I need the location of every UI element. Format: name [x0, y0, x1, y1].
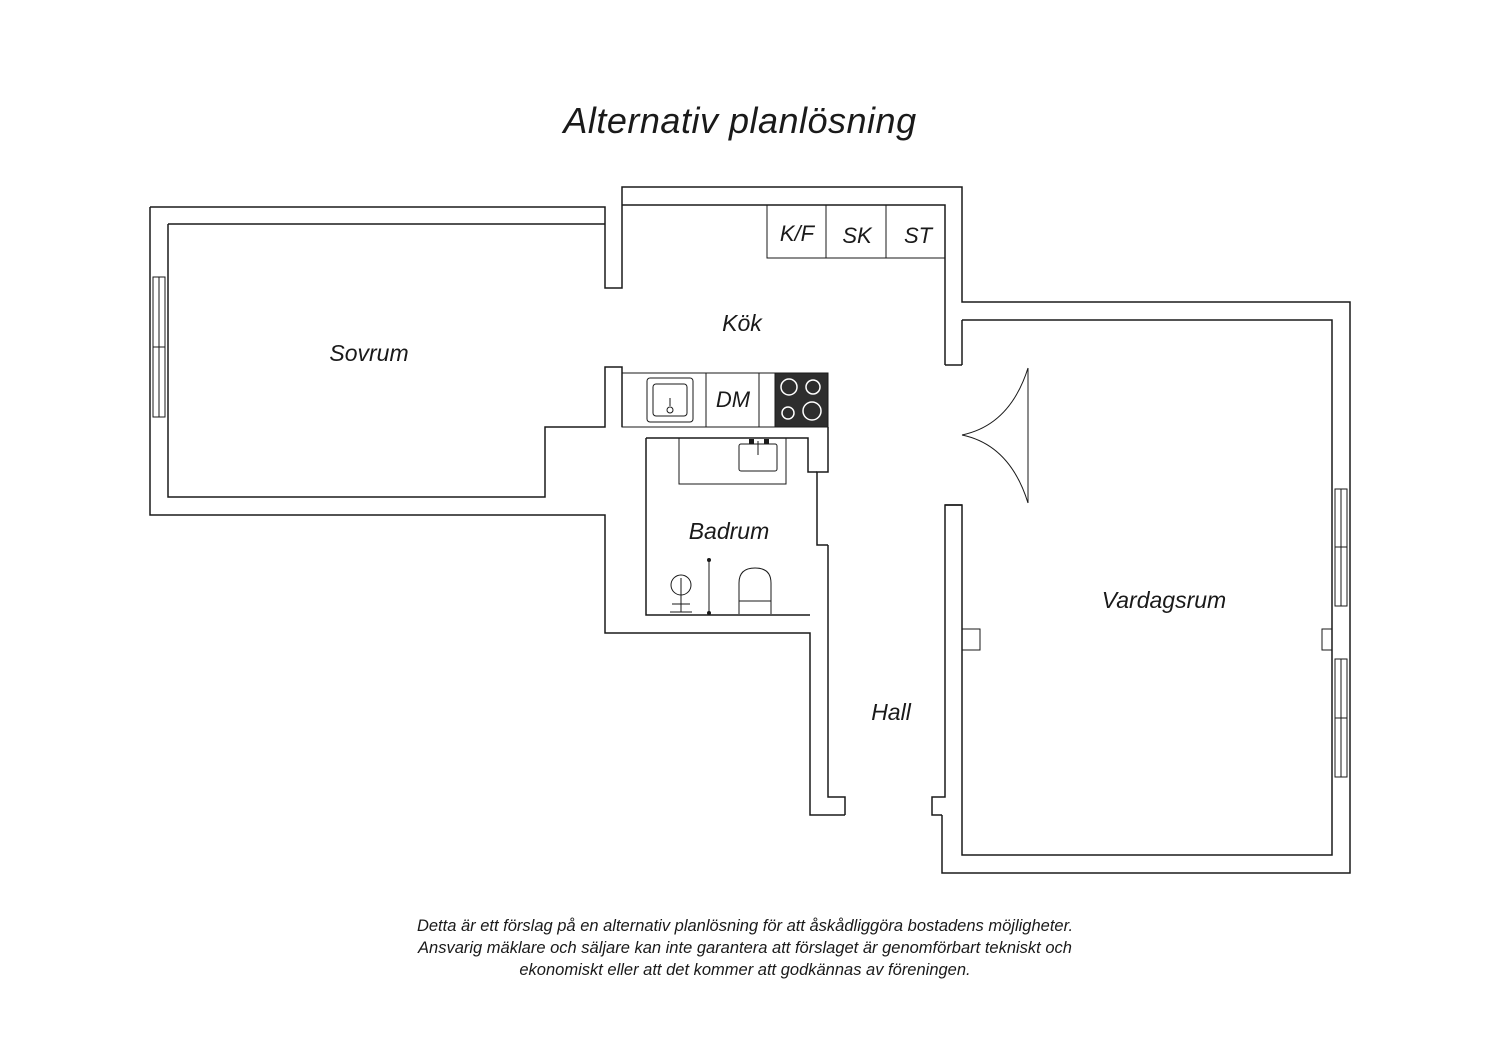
fixture-st: ST — [904, 223, 934, 248]
disclaimer: Detta är ett förslag på en alternativ pl… — [0, 915, 1490, 981]
vardagsrum-windows — [1334, 488, 1348, 778]
fixture-kf: K/F — [780, 221, 816, 246]
disclaimer-line-1: Detta är ett förslag på en alternativ pl… — [416, 917, 1074, 935]
disclaimer-line-3: ekonomiskt eller att det kommer att godk… — [519, 961, 971, 979]
stove-icon — [774, 372, 829, 428]
room-label-vardagsrum: Vardagsrum — [1102, 587, 1226, 613]
kitchen-top-cabinets — [766, 204, 946, 259]
shower-icon — [670, 558, 711, 615]
fixture-sk: SK — [842, 223, 873, 248]
room-label-sovrum: Sovrum — [329, 340, 408, 366]
sovrum-window — [152, 276, 166, 418]
room-label-hall: Hall — [871, 699, 912, 725]
toilet-icon — [738, 567, 772, 614]
fixture-dm: DM — [716, 387, 751, 412]
badrum-walls — [645, 437, 817, 616]
room-label-kok: Kök — [722, 310, 763, 336]
wall-stubs — [962, 628, 1332, 651]
room-label-badrum: Badrum — [689, 518, 770, 544]
bathroom-sink-counter — [678, 438, 787, 485]
plan-title: Alternativ planlösning — [563, 100, 917, 141]
double-door — [945, 364, 1029, 506]
disclaimer-line-2: Ansvarig mäklare och säljare kan inte ga… — [418, 939, 1072, 957]
kitchen-sink-icon — [646, 377, 694, 423]
